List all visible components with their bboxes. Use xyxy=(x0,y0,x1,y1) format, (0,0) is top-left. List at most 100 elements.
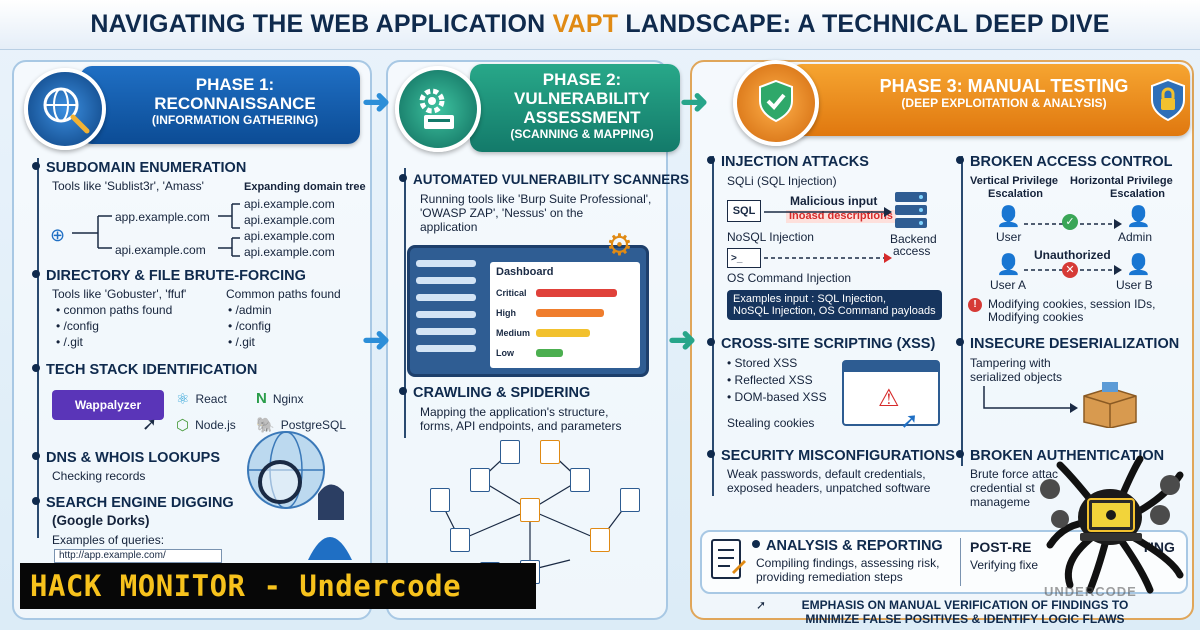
subdomain-title: SUBDOMAIN ENUMERATION xyxy=(32,160,246,176)
nginx-icon: N xyxy=(256,390,267,407)
malicious-sub: Inoasd descriptions xyxy=(786,210,896,223)
nosql-label: NoSQL Injection xyxy=(727,230,814,244)
directory-right-2: • /.git xyxy=(228,335,255,349)
misconfig-desc-2: exposed headers, unpatched software xyxy=(727,481,931,495)
severity-row-high: High xyxy=(490,306,640,320)
directory-title: DIRECTORY & FILE BRUTE-FORCING xyxy=(32,268,306,284)
footer-arrow-icon: ➚ xyxy=(756,598,767,612)
access-note-1: Modifying cookies, session IDs, xyxy=(988,297,1156,311)
sitemap-node-7 xyxy=(450,528,470,552)
severity-label: High xyxy=(496,308,516,318)
directory-right-0: • /admin xyxy=(228,303,272,317)
arrow-p1-p2-top: ➜ xyxy=(362,83,391,121)
xss-item-1: • Reflected XSS xyxy=(727,373,813,387)
warning-icon: ⚠ xyxy=(878,385,900,412)
horizontal-label-2: Escalation xyxy=(1110,188,1166,200)
sql-box: SQL xyxy=(727,200,761,222)
search-query-input: http://app.example.com/ xyxy=(54,549,222,563)
dashboard-title: Dashboard xyxy=(496,266,554,278)
database-icon xyxy=(893,190,929,237)
injection-arrow xyxy=(764,207,892,217)
auth-desc-2: credential st xyxy=(970,481,1035,495)
access-note-2: Modifying cookies xyxy=(988,310,1084,324)
malicious-label: Malicious input xyxy=(790,194,878,208)
tech-react-label: React xyxy=(195,392,227,406)
sitemap-node-center xyxy=(520,498,540,522)
postgres-icon: 🐘 xyxy=(256,417,275,434)
sitemap-node-1 xyxy=(470,468,490,492)
examples-line-1: Examples input : SQL Injection, xyxy=(733,293,887,305)
reporting-desc-2: providing remediation steps xyxy=(756,570,903,584)
node-api-4: api.example.com xyxy=(244,229,335,243)
unauthorized-label: Unauthorized xyxy=(1034,248,1111,262)
phase1-line1: PHASE 1: xyxy=(195,75,275,94)
reporting-desc-1: Compiling findings, assessing risk, xyxy=(756,556,940,570)
vertical-label-2: Escalation xyxy=(988,188,1044,200)
node-api-5: api.example.com xyxy=(244,245,335,259)
phase1-panel xyxy=(12,60,372,620)
phase1-badge: PHASE 1: RECONNAISSANCE (INFORMATION GAT… xyxy=(80,66,360,144)
user-label: User xyxy=(996,230,1022,244)
os-injection-label: OS Command Injection xyxy=(727,271,852,285)
retest-desc: Verifying fixe xyxy=(970,558,1039,572)
report-divider xyxy=(960,538,961,586)
phase2-line1: PHASE 2: xyxy=(542,70,622,89)
search-title: SEARCH ENGINE DIGGING xyxy=(32,495,234,511)
deserial-title: INSECURE DESERIALIZATION xyxy=(956,336,1179,352)
phase3-badge: PHASE 3: MANUAL TESTING (DEEP EXPLOITATI… xyxy=(790,64,1190,136)
tech-postgres: 🐘PostgreSQL xyxy=(256,416,346,434)
search-subtitle: (Google Dorks) xyxy=(52,513,150,528)
phase3-timeline-left xyxy=(712,156,714,496)
title-rest: LANDSCAPE: A TECHNICAL DEEP DIVE xyxy=(618,10,1110,38)
title-main: NAVIGATING THE WEB APPLICATION xyxy=(90,10,553,38)
retest-title-start: POST-RE xyxy=(970,539,1032,555)
severity-row-low: Low xyxy=(490,346,640,360)
xss-item-0: • Stored XSS xyxy=(727,356,798,370)
xss-item-2: • DOM-based XSS xyxy=(727,390,827,404)
tech-title: TECH STACK IDENTIFICATION xyxy=(32,362,257,378)
auth-title: BROKEN AUTHENTICATION xyxy=(956,448,1164,464)
vertical-label-1: Vertical Privilege xyxy=(970,175,1059,187)
horizontal-label-1: Horizontal Privilege xyxy=(1070,175,1173,187)
nosql-arrow xyxy=(764,253,892,263)
researcher-illustration xyxy=(247,431,352,560)
tech-nginx-label: Nginx xyxy=(272,391,304,406)
sqli-label: SQLi (SQL Injection) xyxy=(727,174,837,188)
phase3-line1: PHASE 3: MANUAL TESTING xyxy=(879,76,1129,96)
sitemap-node-3 xyxy=(500,440,520,464)
access-title: BROKEN ACCESS CONTROL xyxy=(956,154,1172,170)
deserial-desc-1: Tampering with xyxy=(970,356,1051,370)
gear-orange-icon: ⚙ xyxy=(606,229,633,262)
tech-node-label: Node.js xyxy=(195,418,236,432)
cross-icon: ✕ xyxy=(1062,262,1078,278)
report-document-icon xyxy=(710,538,746,587)
auth-desc-3: manageme xyxy=(970,495,1031,509)
xss-browser-window: ⚠ xyxy=(842,360,940,426)
directory-left-2: • /.git xyxy=(56,335,83,349)
phase2-line3: ASSESSMENT xyxy=(523,108,641,127)
directory-left-1: • /config xyxy=(56,319,99,333)
title-accent: VAPT xyxy=(552,10,619,38)
check-icon: ✓ xyxy=(1062,214,1078,230)
phase2-badge: PHASE 2: VULNERABILITY ASSESSMENT (SCANN… xyxy=(470,64,680,152)
phase3-line2: (DEEP EXPLOITATION & ANALYSIS) xyxy=(901,96,1107,110)
misconfig-desc-1: Weak passwords, default credentials, xyxy=(727,467,926,481)
package-box-icon xyxy=(1080,380,1140,433)
phase2-timeline xyxy=(404,168,406,438)
search-desc: Examples of queries: xyxy=(52,533,165,547)
user-b-icon: 👤 xyxy=(1126,254,1151,276)
dashboard-sidebar xyxy=(416,260,476,362)
directory-right-title: Common paths found xyxy=(226,287,341,301)
terminal-box: >_ xyxy=(727,248,761,268)
phase2-line2: VULNERABILITY xyxy=(514,89,650,108)
directory-left-0: • conmon paths found xyxy=(56,303,173,317)
backend-label-1: Backend xyxy=(890,232,937,246)
examples-box: Examples input : SQL Injection, NoSQL In… xyxy=(727,290,942,320)
sitemap-node-4 xyxy=(540,440,560,464)
dns-title: DNS & WHOIS LOOKUPS xyxy=(32,450,220,466)
gear-scanner-icon xyxy=(395,66,481,152)
tech-node: ⬡Node.js xyxy=(176,416,236,434)
node-api-1: api.example.com xyxy=(115,243,206,257)
